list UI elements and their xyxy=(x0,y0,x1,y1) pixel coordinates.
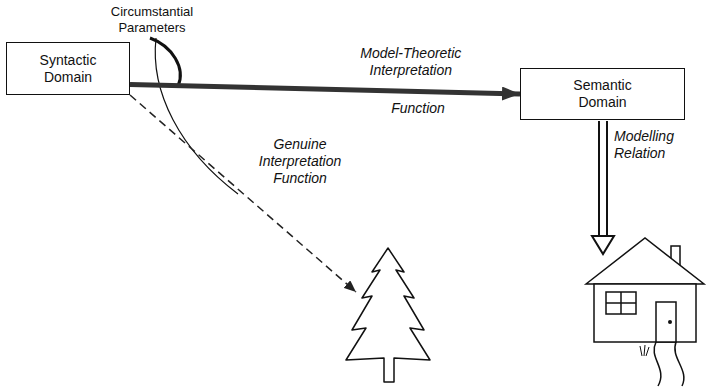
domain-box: Semantic Domain xyxy=(520,68,685,120)
house-window xyxy=(606,292,636,314)
relation-label: Function xyxy=(383,100,453,117)
parameter-curve xyxy=(155,38,238,194)
parameter-label: Circumstantial Parameters xyxy=(97,4,207,36)
house-roof xyxy=(586,238,704,284)
relation-label: Genuine Interpretation Function xyxy=(250,136,350,187)
garden-path xyxy=(675,342,684,386)
double-arrow xyxy=(606,121,608,238)
domain-box: Syntactic Domain xyxy=(6,42,130,95)
house-wall xyxy=(594,284,696,342)
house-door xyxy=(656,302,676,342)
window-bar xyxy=(606,302,636,304)
double-arrow xyxy=(598,121,600,238)
box-label: Semantic Domain xyxy=(553,77,653,111)
pine-tree xyxy=(346,248,430,382)
edge-label: Model-Theoretic Interpretation xyxy=(346,45,476,79)
grass-tuft xyxy=(640,345,649,356)
dashed-arrow xyxy=(130,95,356,292)
interpretation-arrow xyxy=(130,84,520,94)
relation-label: Modelling Relation xyxy=(614,128,706,162)
parameter-curve xyxy=(150,38,180,86)
garden-path xyxy=(654,342,661,386)
arrow-head xyxy=(592,236,614,254)
door-knob xyxy=(668,320,672,324)
box-label: Syntactic Domain xyxy=(26,52,110,86)
